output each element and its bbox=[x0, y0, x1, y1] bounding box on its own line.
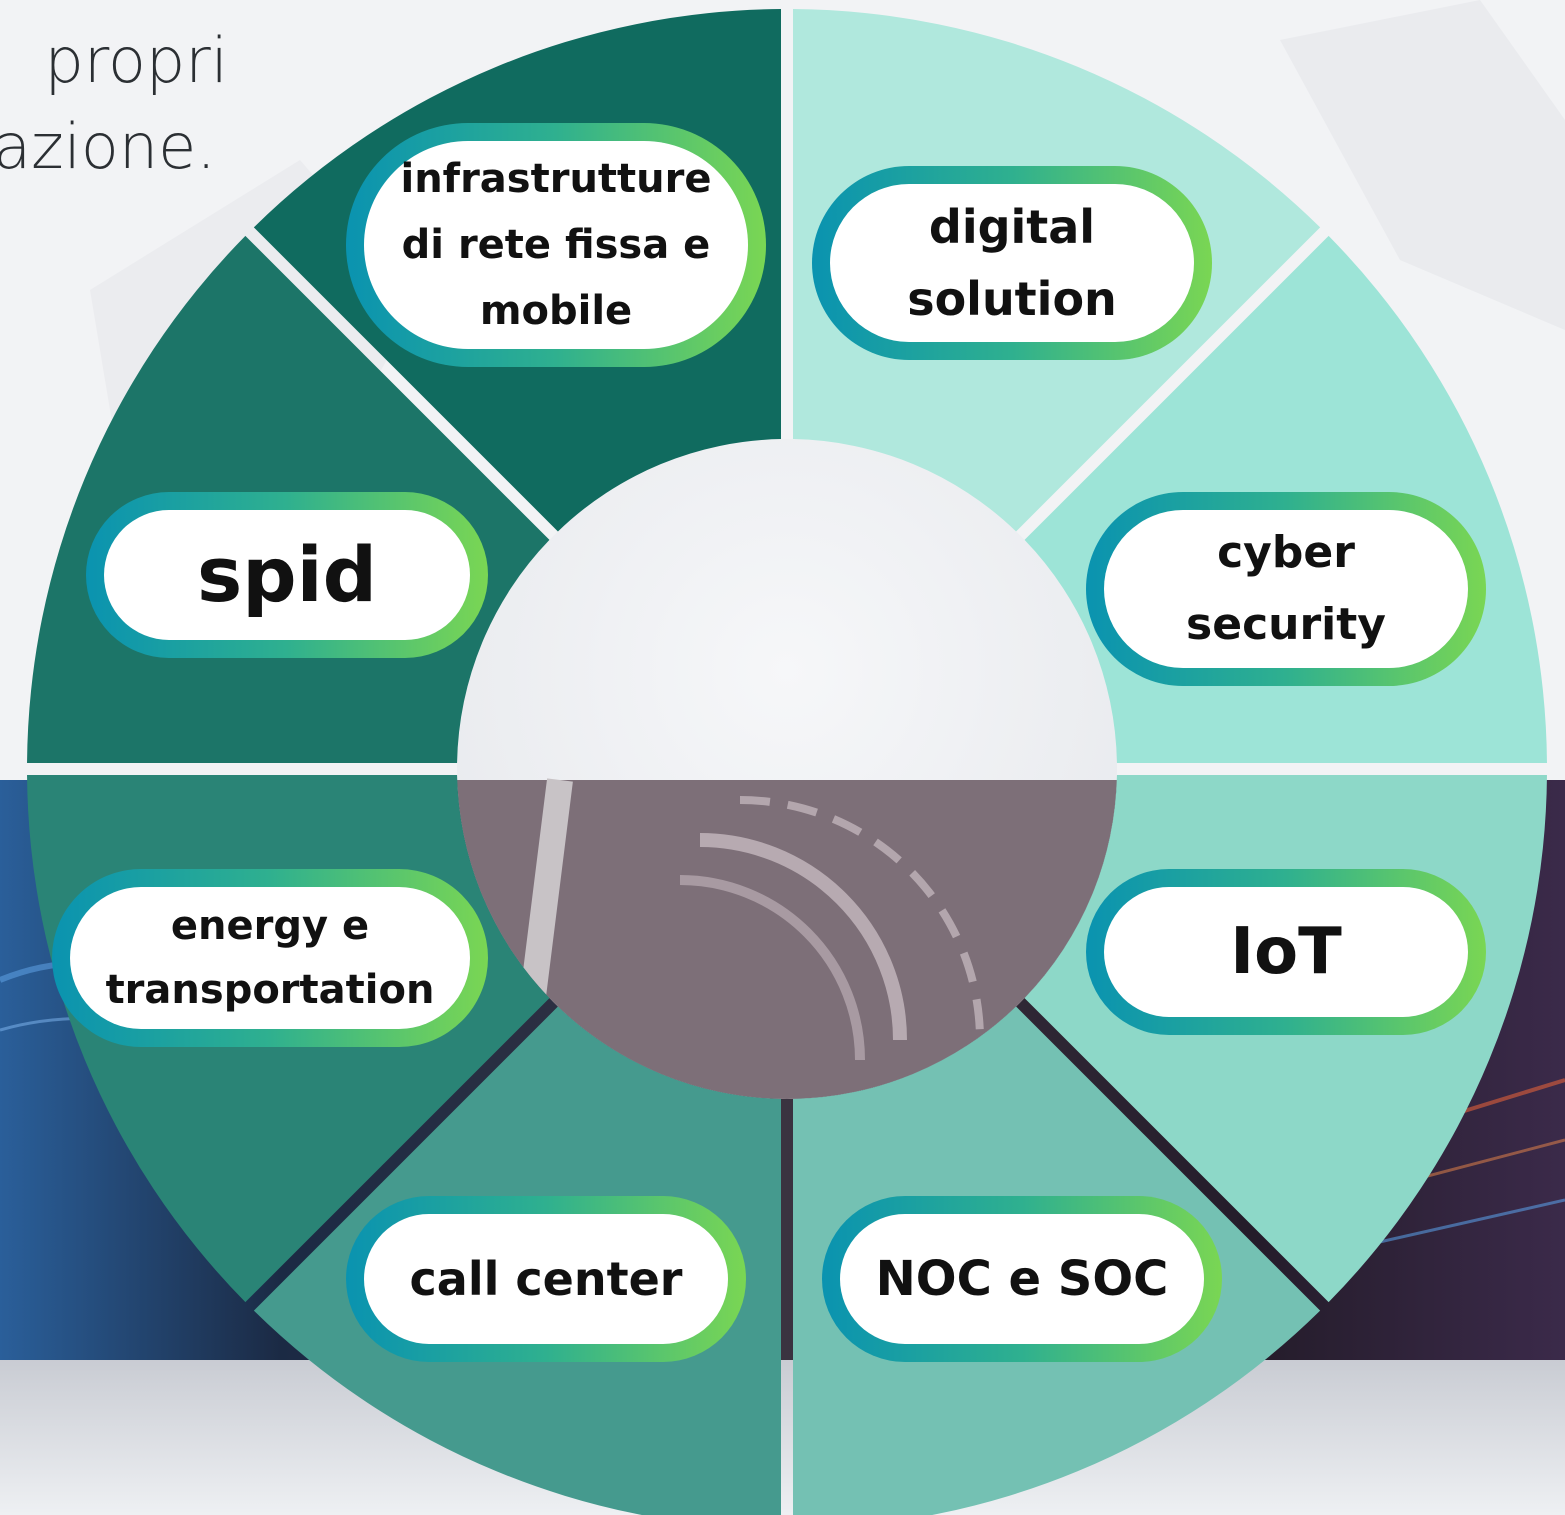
pill-digital-solution-inner: digital solution bbox=[830, 184, 1194, 342]
pill-call-center: call center bbox=[346, 1196, 746, 1362]
pill-spid: spid bbox=[86, 492, 488, 658]
label-iot: IoT bbox=[1230, 915, 1342, 989]
pill-iot: IoT bbox=[1086, 869, 1486, 1035]
pill-infrastrutture-inner: infrastrutture di rete fissa e mobile bbox=[364, 141, 748, 349]
pill-call-center-inner: call center bbox=[364, 1214, 728, 1344]
label-digital-solution: digital solution bbox=[907, 200, 1117, 326]
pill-cyber-security-inner: cyber security bbox=[1104, 510, 1468, 668]
label-energy-transportation: energy e transportation bbox=[105, 903, 435, 1013]
label-infrastrutture: infrastrutture di rete fissa e mobile bbox=[400, 156, 712, 334]
pill-cyber-security: cyber security bbox=[1086, 492, 1486, 686]
pill-infrastrutture: infrastrutture di rete fissa e mobile bbox=[346, 123, 766, 367]
intro-line-2: azione. bbox=[0, 110, 216, 183]
label-call-center: call center bbox=[409, 1252, 683, 1306]
pill-noc-soc: NOC e SOC bbox=[822, 1196, 1222, 1362]
pill-spid-inner: spid bbox=[104, 510, 470, 640]
intro-line-1: propri bbox=[44, 24, 229, 97]
label-noc-soc: NOC e SOC bbox=[875, 1251, 1169, 1307]
label-spid: spid bbox=[196, 530, 378, 619]
pill-noc-soc-inner: NOC e SOC bbox=[840, 1214, 1204, 1344]
pill-energy-transportation-inner: energy e transportation bbox=[70, 887, 470, 1029]
pill-digital-solution: digital solution bbox=[812, 166, 1212, 360]
pill-iot-inner: IoT bbox=[1104, 887, 1468, 1017]
pill-energy-transportation: energy e transportation bbox=[52, 869, 488, 1047]
intro-text: propri azione. bbox=[0, 18, 240, 190]
label-cyber-security: cyber security bbox=[1186, 527, 1386, 650]
